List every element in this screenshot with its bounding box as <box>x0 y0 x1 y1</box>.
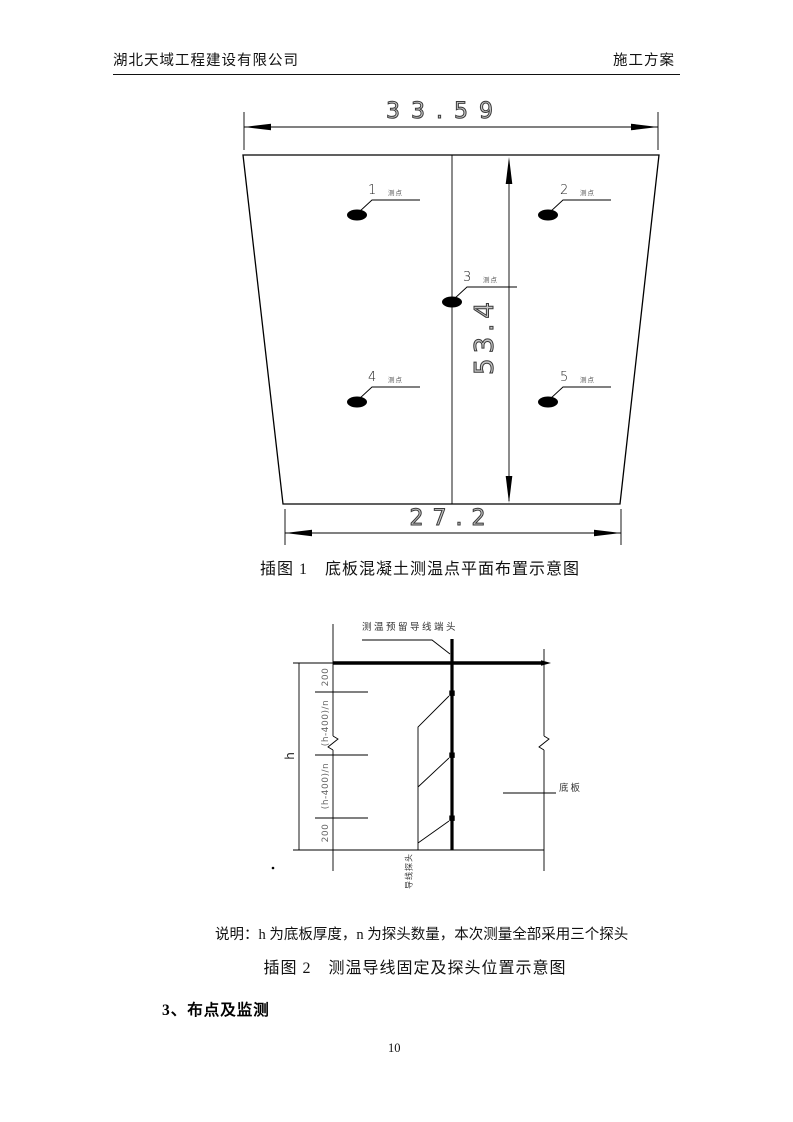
point-4-leader <box>358 386 420 400</box>
point-5-sublabel: 测点 <box>580 377 595 384</box>
point-2-leader <box>549 199 611 213</box>
probe-2-dot <box>449 752 455 758</box>
bottom-dim-arrow-left <box>285 529 312 537</box>
point-3-dot <box>442 296 462 308</box>
probe-leader <box>417 695 450 850</box>
vertical-dim-arrow-bottom <box>505 476 513 503</box>
figure2-linework <box>271 624 556 871</box>
wire-end-label: 测温预留导线端头 <box>362 623 459 633</box>
point-2-sublabel: 测点 <box>580 190 595 197</box>
probe-label: 导线探头 <box>404 853 414 889</box>
segment-dim-line <box>327 624 339 871</box>
segment-dim-upper: (h-400)/n <box>320 699 331 747</box>
figure1-linework <box>242 112 660 545</box>
bottom-dim-arrow-right <box>594 529 621 537</box>
point-1-leader <box>358 199 420 213</box>
figure1-caption: 插图 1 底板混凝土测温点平面布置示意图 <box>259 561 581 578</box>
point-5-leader <box>549 386 611 400</box>
top-width-value: 33.59 <box>386 98 504 124</box>
note-text: 说明：h 为底板厚度，n 为探头数量，本次测量全部采用三个探头 <box>215 927 629 943</box>
point-4-number: 4 <box>368 370 377 385</box>
slab-top-arrow <box>541 660 551 666</box>
bottom-width-value: 27.2 <box>409 505 495 531</box>
wire-end-leader <box>362 639 451 655</box>
point-2-number: 2 <box>560 183 569 198</box>
point-4-sublabel: 测点 <box>388 377 403 384</box>
point-4-dot <box>347 396 367 408</box>
bottom-dim-extension-lines <box>284 509 622 545</box>
slab-outline <box>242 154 660 505</box>
vertical-dim-arrow-top <box>505 157 513 184</box>
page-number: 10 <box>388 1041 401 1055</box>
header-company: 湖北天域工程建设有限公司 <box>113 53 299 69</box>
total-height-label: h <box>283 752 298 760</box>
figure2-caption: 插图 2 测温导线固定及探头位置示意图 <box>263 960 567 977</box>
header-rule <box>113 74 680 75</box>
point-3-number: 3 <box>463 270 472 285</box>
top-dim-arrow-right <box>631 123 658 131</box>
probe-1-dot <box>449 690 455 696</box>
slab-label: 底板 <box>559 784 583 794</box>
point-5-dot <box>538 396 558 408</box>
header-doc-type: 施工方案 <box>613 53 675 69</box>
segment-dim-200-bottom: 200 <box>320 823 331 843</box>
point-1-sublabel: 测点 <box>388 190 403 197</box>
top-dim-arrow-left <box>244 123 271 131</box>
point-1-dot <box>347 209 367 221</box>
segment-dim-200-top: 200 <box>320 667 331 687</box>
point-3-sublabel: 测点 <box>483 277 498 284</box>
point-5-number: 5 <box>560 370 569 385</box>
height-value: 53.4 <box>470 297 501 376</box>
right-edge-line <box>538 649 550 871</box>
section-heading: 3、布点及监测 <box>162 1002 270 1019</box>
stray-dot <box>271 866 275 870</box>
point-1-number: 1 <box>368 183 377 198</box>
point-3-leader <box>453 286 517 300</box>
segment-dim-lower: (h-400)/n <box>320 762 331 810</box>
probe-3-dot <box>449 815 455 821</box>
segment-ticks <box>315 691 368 819</box>
point-2-dot <box>538 209 558 221</box>
top-dim-extension-lines <box>243 112 659 150</box>
